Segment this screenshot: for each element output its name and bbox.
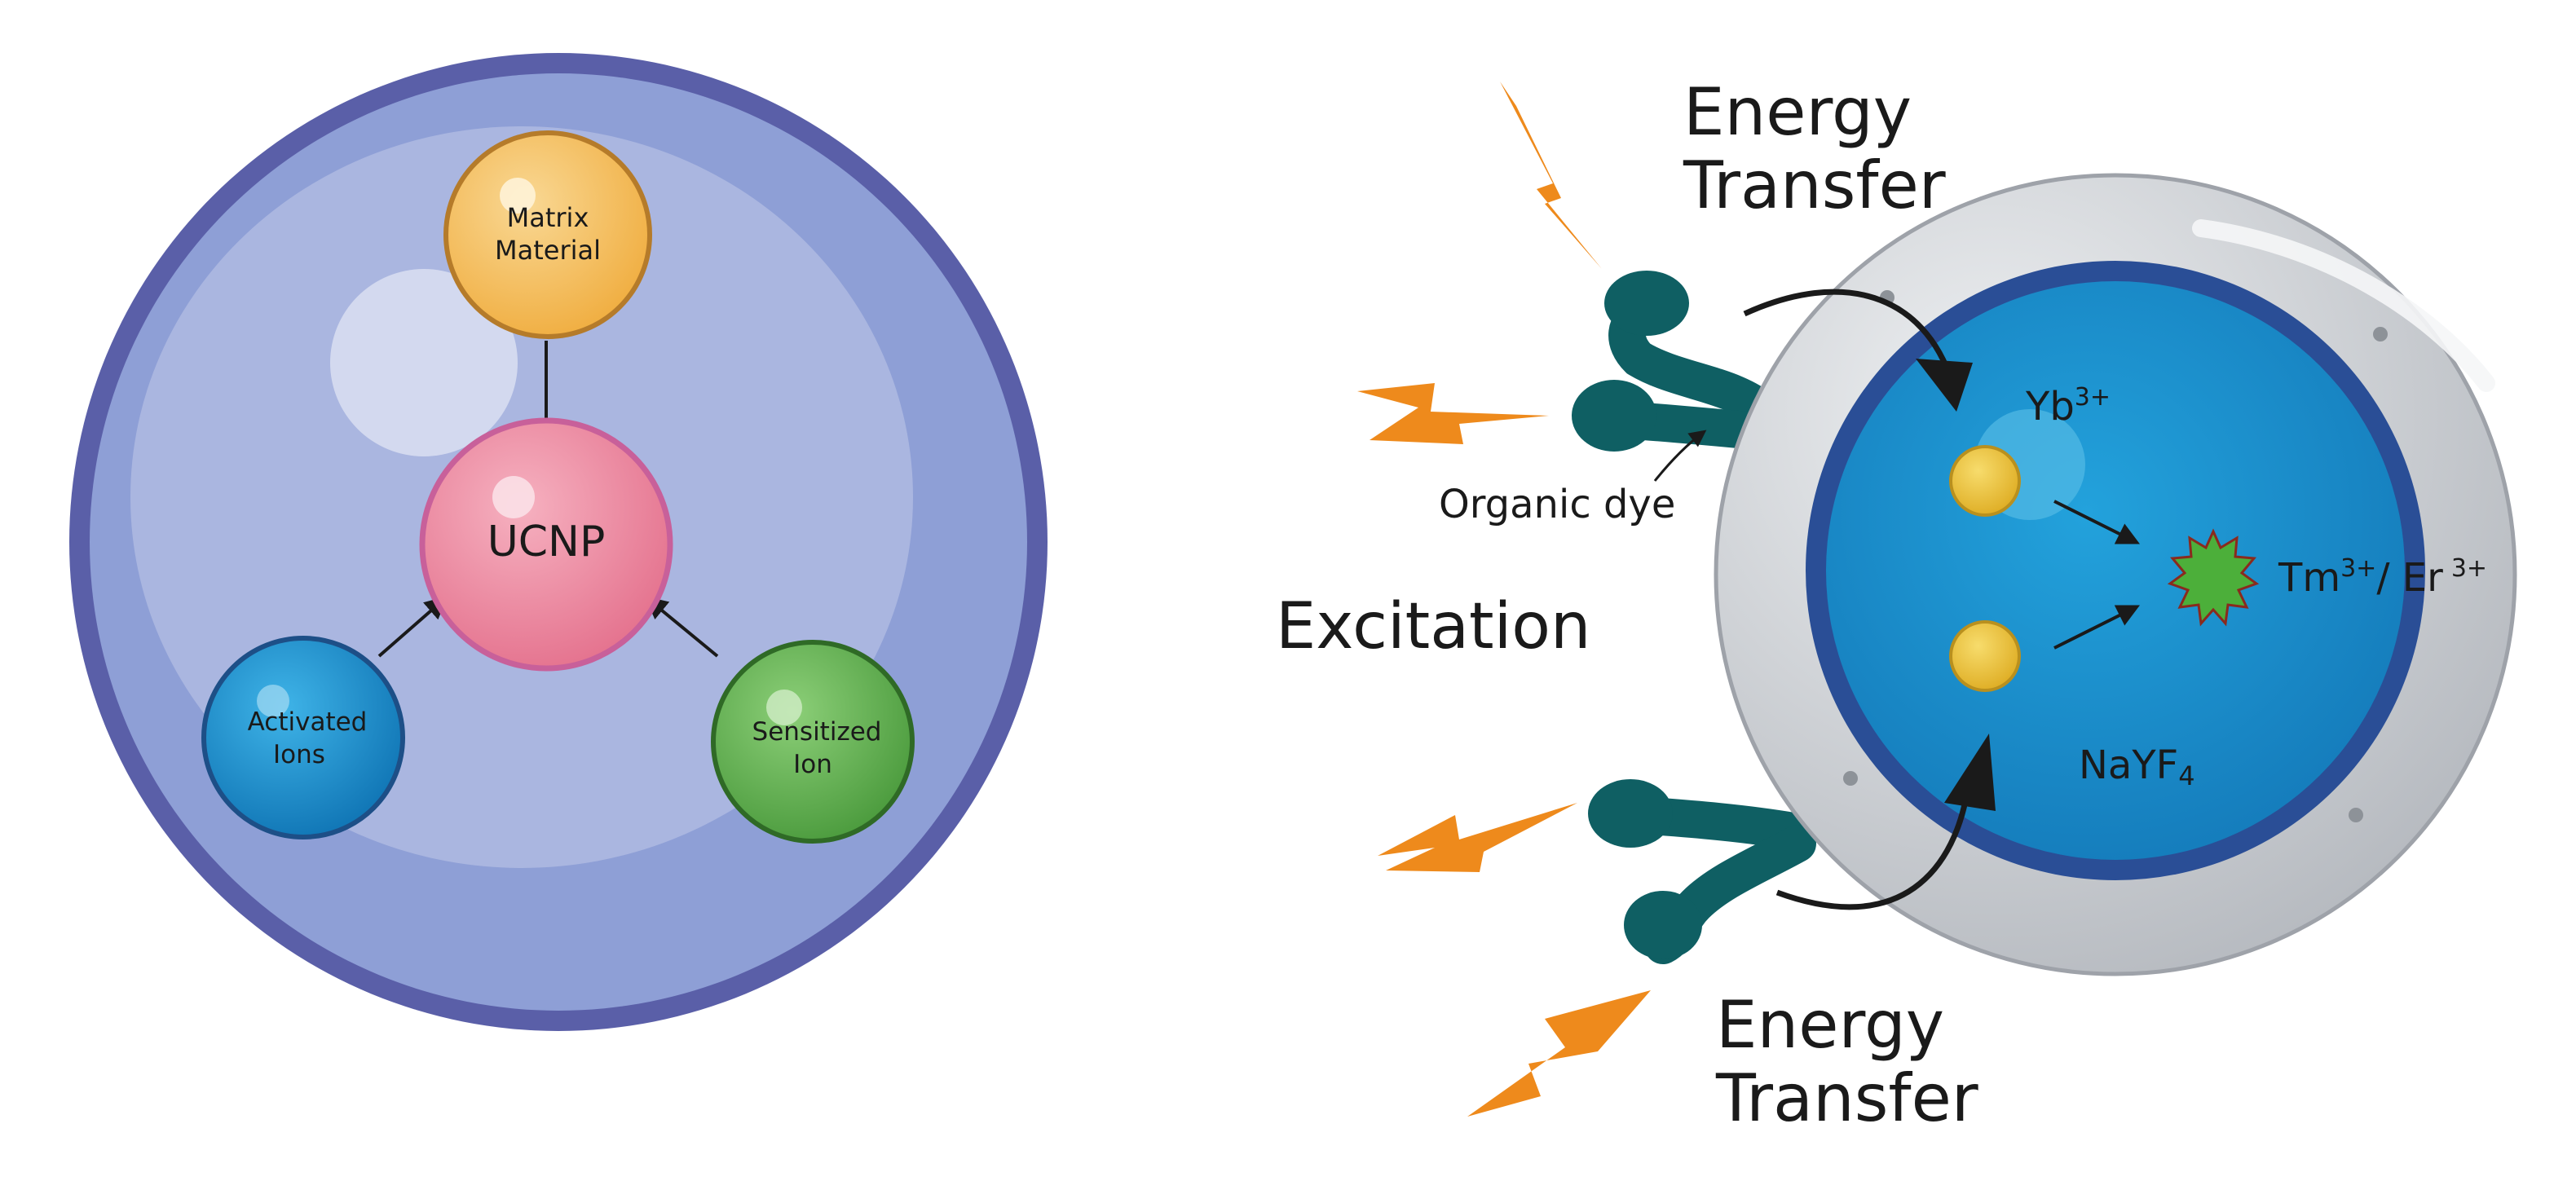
shell-rivet — [2349, 808, 2363, 822]
tm-er-emitter-icon — [2167, 528, 2260, 627]
excitation-label: Excitation — [1276, 590, 1590, 663]
lightning-bolt-icon-4 — [1467, 990, 1651, 1117]
sensitized-label-line2: Ion — [793, 750, 832, 779]
ucnp-label: UCNP — [487, 518, 606, 566]
energy-transfer-top-line1: Energy — [1683, 74, 1912, 150]
energy-transfer-bottom-line2: Transfer — [1715, 1060, 1978, 1136]
organic-dye-pointer — [1653, 430, 1707, 482]
arrow-sensitized-to-ucnp — [644, 596, 719, 658]
energy-transfer-panel: Energy Transfer Energy Transfer Excitati… — [1276, 74, 2517, 1136]
matrix-material-node: Matrix Material — [443, 130, 652, 339]
sensitized-label-line1: Sensitized — [752, 717, 882, 747]
matrix-label-line2: Material — [495, 235, 601, 266]
lightning-bolt-icon-1 — [1500, 82, 1602, 269]
energy-transfer-bottom-line1: Energy — [1716, 987, 1944, 1063]
organic-dye-label: Organic dye — [1439, 482, 1675, 527]
activated-label-line2: Ions — [273, 740, 325, 769]
lightning-bolt-icon-2 — [1357, 383, 1549, 444]
activated-ions-node: Activated Ions — [201, 636, 405, 839]
shell-rivet — [1843, 771, 1858, 786]
yb-ion-2 — [1949, 620, 2021, 692]
sensitized-ion-node: Sensitized Ion — [711, 640, 915, 844]
energy-transfer-arrowhead-top — [1916, 359, 1973, 412]
shell-rivet — [2373, 327, 2388, 342]
matrix-label-line1: Matrix — [507, 202, 589, 233]
activated-label-line1: Activated — [248, 707, 368, 737]
nanoparticle-core — [1826, 281, 2405, 860]
arrow-yb1-to-emitter — [2053, 500, 2141, 544]
shell-shine — [2192, 219, 2495, 392]
ucnp-node: UCNP — [419, 417, 673, 672]
ucnp-composition-panel: Matrix Material UCNP Activated Ions Sens… — [69, 53, 1048, 1031]
energy-transfer-top-line2: Transfer — [1683, 148, 1946, 223]
organic-dye-bottom — [1588, 779, 1816, 964]
sphere-highlight — [330, 269, 518, 456]
arrow-yb2-to-emitter — [2053, 605, 2141, 650]
yb-ion-1 — [1949, 445, 2021, 517]
energy-transfer-arrowhead-bottom — [1944, 734, 1996, 811]
lightning-bolt-icon-3 — [1378, 803, 1577, 872]
arrow-activated-to-ucnp — [377, 596, 448, 658]
nayf4-label: NaYF4 — [2079, 743, 2195, 791]
yb-ion-label: Yb3+ — [2025, 383, 2111, 430]
energy-transfer-arrow-bottom — [1775, 782, 1972, 910]
organic-dye-top — [1572, 271, 1788, 452]
energy-transfer-arrow-top — [1743, 289, 1956, 385]
